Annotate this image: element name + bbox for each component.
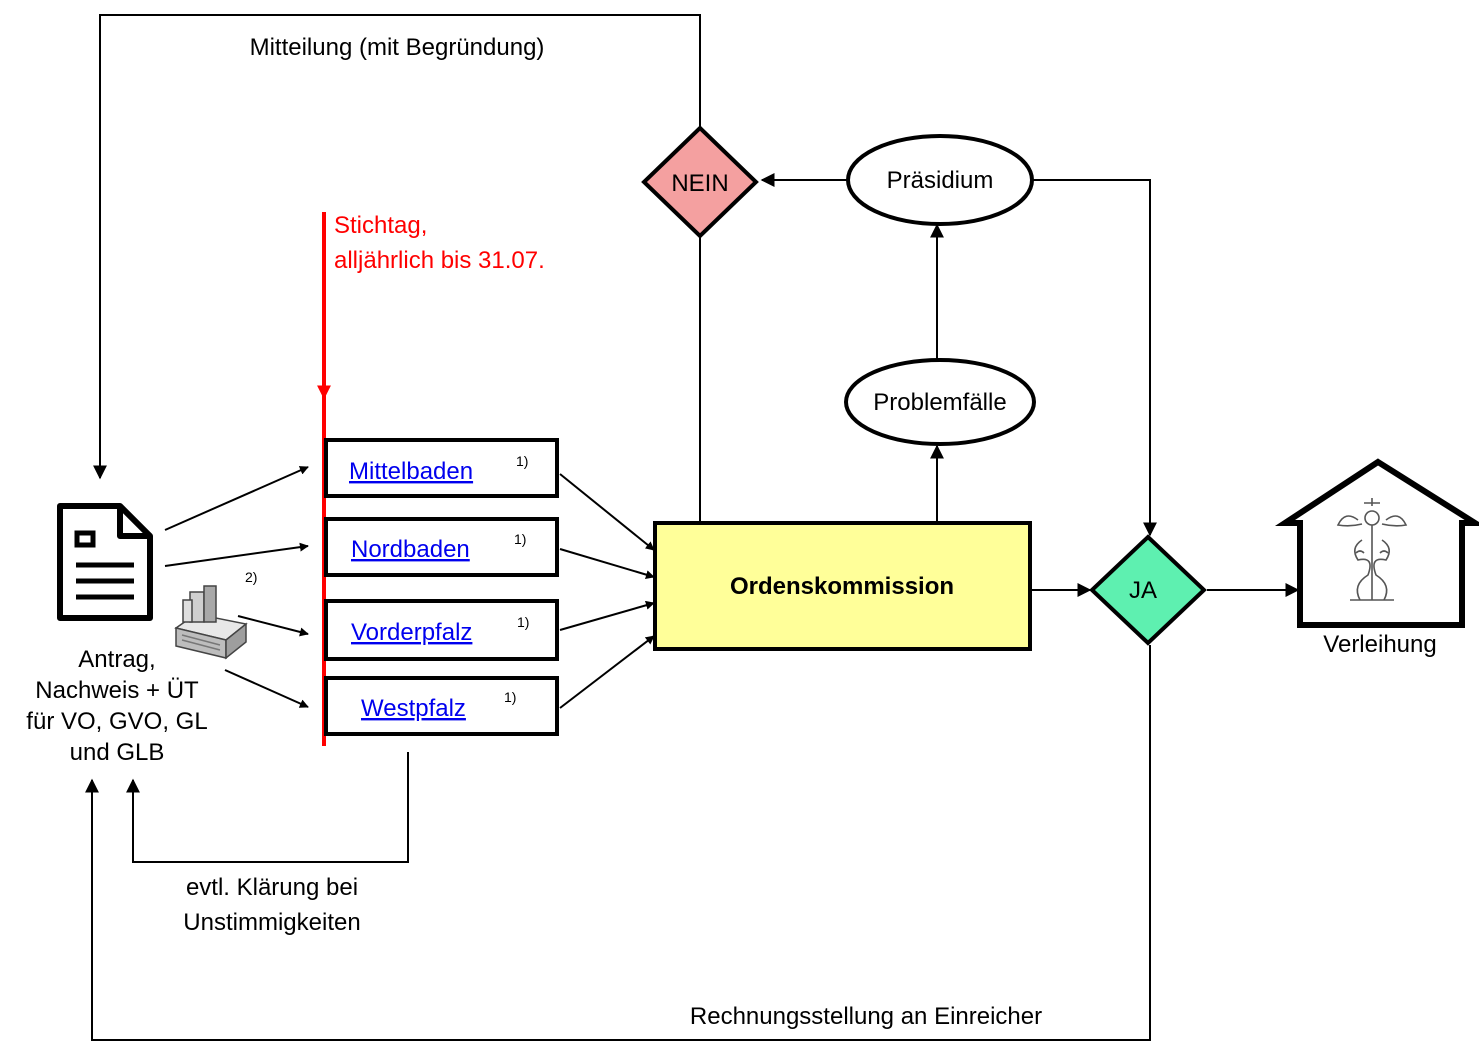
antrag-label: Antrag, Nachweis + ÜT für VO, GVO, GL un… [26, 646, 207, 766]
region-westpfalz: Westpfalz 1) [324, 676, 559, 736]
stichtag-label-line2: alljährlich bis 31.07. [334, 247, 545, 274]
praesidium-ellipse [846, 134, 1034, 226]
rechnung-arrow [85, 645, 1151, 1041]
ja-label: JA [1129, 577, 1157, 604]
problemfaelle-ellipse [844, 358, 1036, 446]
klaerung-label: evtl. Klärung bei Unstimmigkeiten [183, 874, 360, 936]
nordbaden-to-kommission-arrow [559, 548, 655, 580]
region-link-nordbaden[interactable]: Nordbaden [351, 536, 470, 563]
ja-diamond [1089, 534, 1207, 646]
footnote-1-westpfalz: 1) [504, 689, 516, 705]
praesidium-label: Präsidium [887, 167, 994, 194]
antrag-to-westpfalz-arrow [224, 669, 309, 708]
problemfaelle-label: Problemfälle [873, 389, 1006, 416]
antrag-label-line3: für VO, GVO, GL [26, 708, 207, 735]
ordenskommission-box [653, 521, 1032, 651]
antrag-to-mittelbaden-arrow [164, 466, 309, 531]
house-icon [1274, 458, 1479, 628]
verleihung-label: Verleihung [1323, 631, 1436, 658]
stichtag-label-line1: Stichtag, [334, 212, 427, 239]
antrag-label-line2: Nachweis + ÜT [35, 677, 199, 704]
praesidium-node: Präsidium [846, 134, 1034, 226]
document-icon [57, 503, 153, 621]
connectors [85, 14, 1300, 1041]
ja-decision: JA [1089, 534, 1207, 646]
region-link-mittelbaden[interactable]: Mittelbaden [349, 458, 473, 485]
region-mittelbaden: Mittelbaden 1) [324, 438, 559, 498]
server-icon [174, 585, 248, 660]
emblem-icon [1336, 498, 1408, 601]
ordenskommission-node: Ordenskommission [653, 521, 1032, 651]
mitteilung-arrow [93, 14, 701, 480]
mittelbaden-to-kommission-arrow [559, 473, 655, 551]
nein-diamond [641, 125, 759, 239]
region-vorderpfalz: Vorderpfalz 1) [324, 599, 559, 661]
rechnung-label: Rechnungsstellung an Einreicher [690, 1003, 1042, 1030]
antrag-to-nordbaden-arrow [164, 542, 309, 567]
mitteilung-label: Mitteilung (mit Begründung) [250, 34, 545, 61]
antrag-to-vorderpfalz-arrow [237, 615, 309, 637]
antrag-label-line1: Antrag, [78, 646, 155, 673]
klaerung-label-line2: Unstimmigkeiten [183, 909, 360, 936]
region-nordbaden: Nordbaden 1) [324, 517, 559, 577]
region-link-vorderpfalz[interactable]: Vorderpfalz [351, 619, 472, 646]
ordenskommission-label: Ordenskommission [730, 573, 954, 600]
footnote-1-vorderpfalz: 1) [517, 614, 529, 630]
praesidium-to-ja-arrow [1032, 179, 1157, 537]
nein-label: NEIN [671, 170, 728, 197]
footnote-1-nordbaden: 1) [514, 531, 526, 547]
westpfalz-to-kommission-arrow [559, 635, 655, 709]
klaerung-label-line1: evtl. Klärung bei [186, 874, 358, 901]
problemfaelle-node: Problemfälle [844, 358, 1036, 446]
nein-decision: NEIN [641, 125, 759, 239]
footnote-1-mittelbaden: 1) [516, 453, 528, 469]
klaerung-arrow [126, 752, 409, 863]
antrag-label-line4: und GLB [70, 739, 165, 766]
region-link-westpfalz[interactable]: Westpfalz [361, 695, 466, 722]
footnote-2: 2) [245, 569, 257, 585]
vorderpfalz-to-kommission-arrow [559, 600, 655, 631]
